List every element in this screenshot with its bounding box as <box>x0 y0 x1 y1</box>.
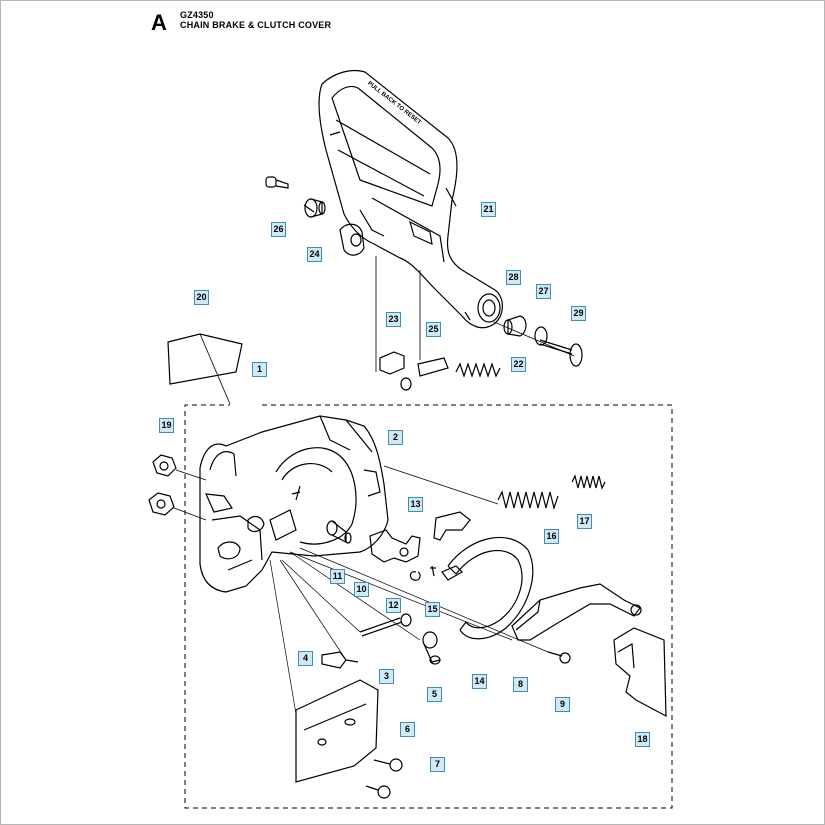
callout-23[interactable]: 23 <box>386 312 401 327</box>
screw-9-part <box>547 651 571 664</box>
section-letter: A <box>151 10 167 35</box>
callout-25[interactable]: 25 <box>426 322 441 337</box>
latch-25-part <box>417 357 449 377</box>
callout-29[interactable]: 29 <box>571 306 586 321</box>
callout-7[interactable]: 7 <box>430 757 445 772</box>
callout-4[interactable]: 4 <box>298 651 313 666</box>
washer-27-part <box>534 326 548 346</box>
bracket-8-part <box>511 583 642 641</box>
callout-8[interactable]: 8 <box>513 677 528 692</box>
screw-26-part <box>265 176 289 189</box>
callout-20[interactable]: 20 <box>194 290 209 305</box>
spring-17-part <box>571 474 606 490</box>
diagram-title: CHAIN BRAKE & CLUTCH COVER <box>180 20 332 30</box>
callout-13[interactable]: 13 <box>408 497 423 512</box>
callout-27[interactable]: 27 <box>536 284 551 299</box>
trigger-13-part <box>433 511 471 541</box>
stud-4-part <box>321 651 359 669</box>
callout-12[interactable]: 12 <box>386 598 401 613</box>
bushing-24-part <box>304 198 326 218</box>
callout-21[interactable]: 21 <box>481 202 496 217</box>
brake-band-14-part <box>441 536 534 640</box>
callout-14[interactable]: 14 <box>472 674 487 689</box>
bolt-29-part <box>539 339 583 367</box>
callout-26[interactable]: 26 <box>271 222 286 237</box>
bolt-11-part <box>326 520 352 544</box>
lever-10-part <box>369 529 421 563</box>
circlip-12-part <box>409 571 421 581</box>
callout-5[interactable]: 5 <box>427 687 442 702</box>
slider-23-part <box>379 351 405 375</box>
screw-7-part <box>365 758 403 799</box>
spacer-5-part <box>422 631 441 665</box>
callout-16[interactable]: 16 <box>544 529 559 544</box>
callout-2[interactable]: 2 <box>388 430 403 445</box>
decal-20-part <box>167 333 243 385</box>
callout-11[interactable]: 11 <box>330 569 345 584</box>
callout-15[interactable]: 15 <box>425 602 440 617</box>
sleeve-28-part <box>503 315 527 337</box>
callout-6[interactable]: 6 <box>400 722 415 737</box>
pin-15-part <box>430 565 436 577</box>
hand-guard-part <box>303 69 503 329</box>
callout-10[interactable]: 10 <box>354 582 369 597</box>
model-code: GZ4350 <box>180 10 214 20</box>
spring-22-part <box>455 362 501 378</box>
guard-warning-text: PULL BACK TO RESET <box>366 81 422 127</box>
assembly-boundary <box>184 404 673 809</box>
wear-plate-6-part <box>295 679 379 783</box>
nut-19-part <box>148 454 207 521</box>
bolt-3-part <box>359 613 412 637</box>
callout-3[interactable]: 3 <box>379 669 394 684</box>
clutch-cover-2-part <box>199 415 389 593</box>
callout-1[interactable]: 1 <box>252 362 267 377</box>
spring-16-part <box>497 490 559 511</box>
callout-17[interactable]: 17 <box>577 514 592 529</box>
callout-18[interactable]: 18 <box>635 732 650 747</box>
cover-18-part <box>613 627 667 718</box>
callout-19[interactable]: 19 <box>159 418 174 433</box>
callout-24[interactable]: 24 <box>307 247 322 262</box>
callout-9[interactable]: 9 <box>555 697 570 712</box>
callout-28[interactable]: 28 <box>506 270 521 285</box>
callout-22[interactable]: 22 <box>511 357 526 372</box>
